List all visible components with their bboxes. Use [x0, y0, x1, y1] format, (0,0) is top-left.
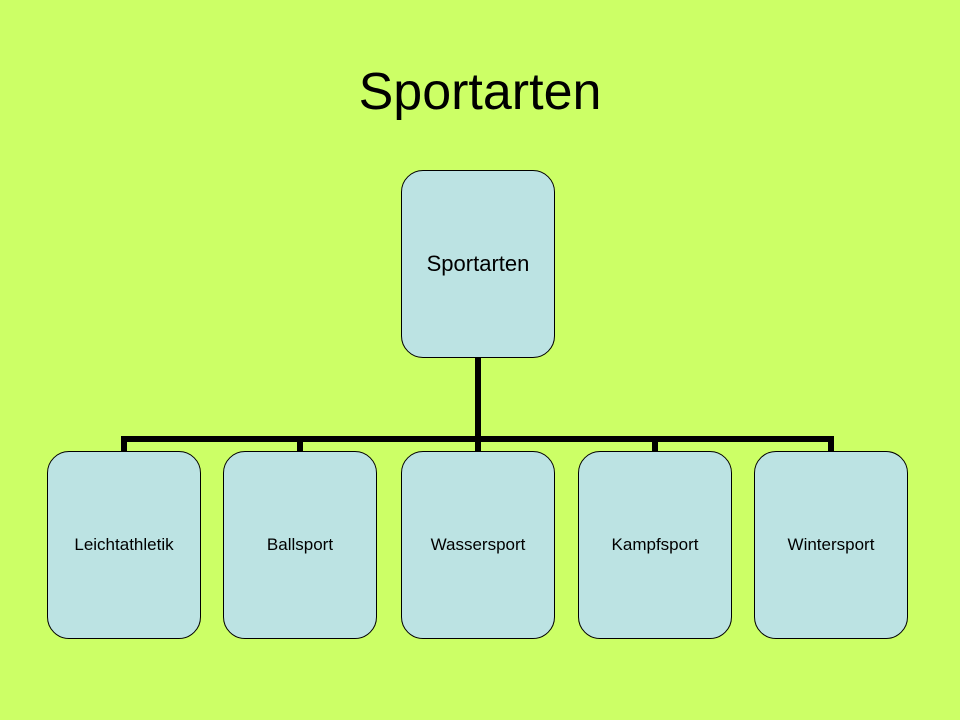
- child-node-label: Ballsport: [266, 535, 334, 554]
- slide-title: Sportarten: [358, 63, 602, 121]
- child-node-ballsport: Ballsport: [223, 451, 377, 639]
- child-node-kampfsport: Kampfsport: [578, 451, 732, 639]
- root-node-sportarten: Sportarten: [401, 170, 555, 358]
- child-node-leichtathletik: Leichtathletik: [47, 451, 201, 639]
- child-node-label: Wassersport: [430, 535, 526, 554]
- child-node-wintersport: Wintersport: [754, 451, 908, 639]
- child-node-wassersport: Wassersport: [401, 451, 555, 639]
- root-node-label: Sportarten: [426, 251, 530, 276]
- child-node-label: Wintersport: [787, 535, 875, 554]
- child-node-label: Kampfsport: [611, 535, 699, 554]
- child-node-label: Leichtathletik: [74, 535, 174, 554]
